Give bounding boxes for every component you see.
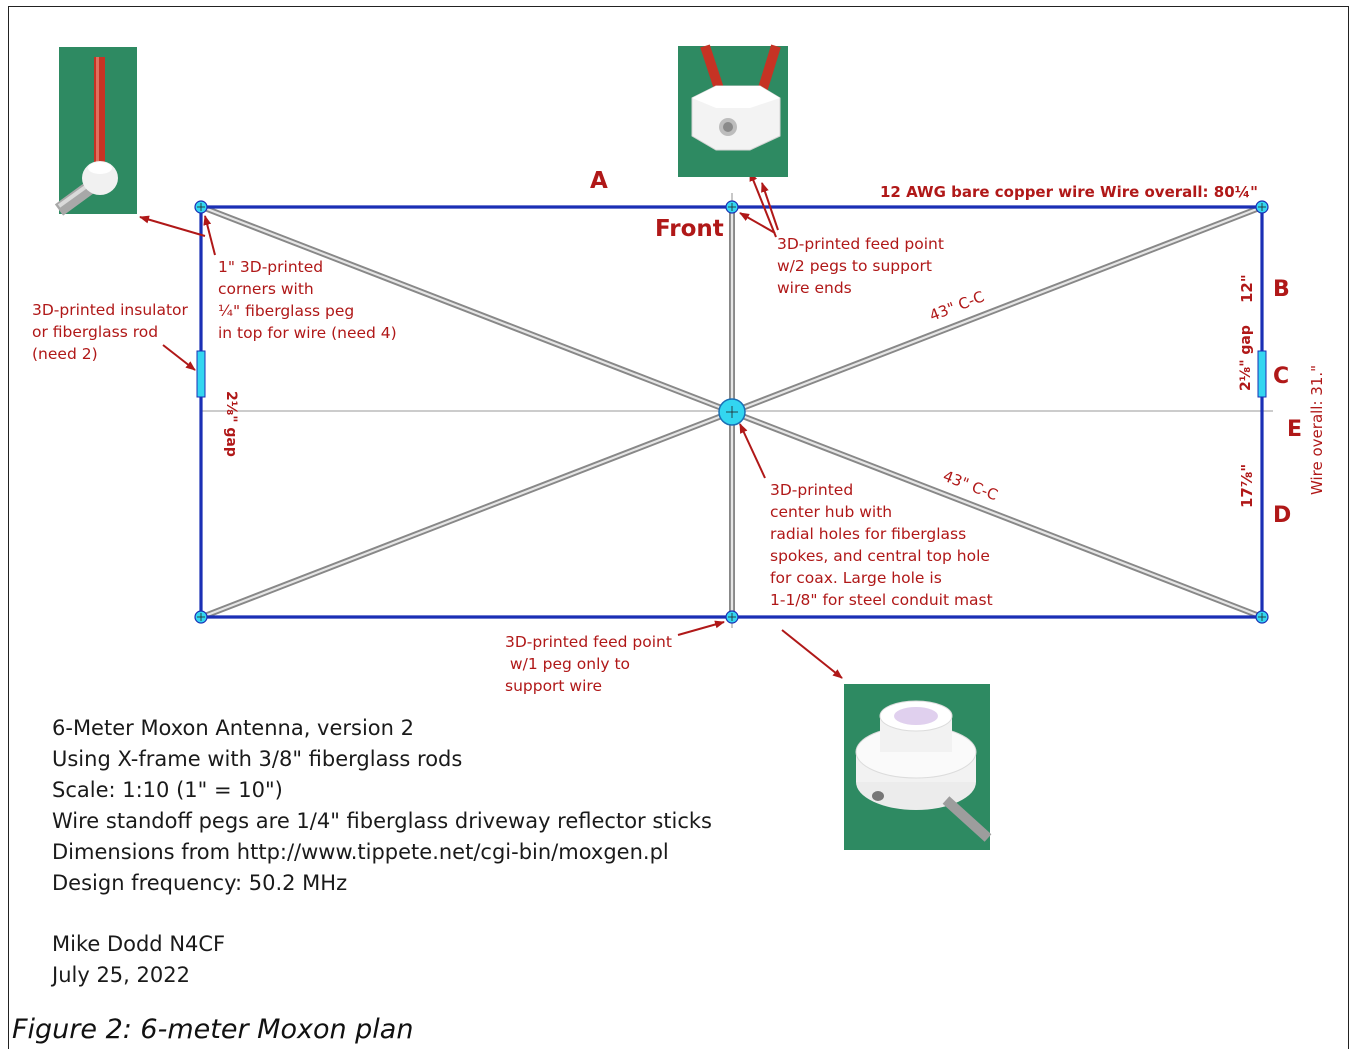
svg-text:support wire: support wire (505, 677, 602, 695)
figure-caption: Figure 2: 6-meter Moxon plan (12, 1014, 414, 1045)
author-date: July 25, 2022 (52, 963, 190, 987)
wire-overall-right-label: Wire overall: 31." (1308, 365, 1326, 495)
dim-left-gap-label: 2⅛" gap (223, 391, 239, 457)
svg-text:or fiberglass rod: or fiberglass rod (32, 323, 158, 341)
svg-text:(need 2): (need 2) (32, 345, 98, 363)
svg-text:3D-printed insulator: 3D-printed insulator (32, 301, 189, 319)
svg-text:1-1/8" for steel conduit mast: 1-1/8" for steel conduit mast (770, 591, 993, 609)
author-block: Mike Dodd N4CF July 25, 2022 (52, 929, 225, 991)
info-line: Dimensions from http://www.tippete.net/c… (52, 840, 669, 864)
svg-text:for coax. Large hole is: for coax. Large hole is (770, 569, 942, 587)
info-line: Using X-frame with 3/8" fiberglass rods (52, 747, 463, 771)
label-e: E (1287, 417, 1302, 442)
corner-piece-photo (54, 47, 137, 216)
author-name: Mike Dodd N4CF (52, 932, 226, 956)
svg-text:in top for wire (need 4): in top for wire (need 4) (218, 324, 397, 342)
svg-text:spokes, and central top hole: spokes, and central top hole (770, 547, 990, 565)
svg-text:3D-printed feed point: 3D-printed feed point (777, 235, 944, 253)
svg-text:corners with: corners with (218, 280, 314, 298)
svg-text:w/1 peg only to: w/1 peg only to (505, 655, 630, 673)
svg-text:w/2 pegs to support: w/2 pegs to support (777, 257, 932, 275)
dim-c-label: 2⅛" gap (1238, 325, 1254, 391)
label-d: D (1273, 503, 1291, 528)
label-front: Front (655, 216, 724, 242)
callout-insulator: 3D-printed insulator or fiberglass rod (… (32, 301, 189, 363)
wire-spec-label: 12 AWG bare copper wire Wire overall: 80… (880, 183, 1258, 201)
center-hub-photo (844, 684, 992, 850)
info-line: 6-Meter Moxon Antenna, version 2 (52, 716, 414, 740)
svg-text:center hub with: center hub with (770, 503, 892, 521)
callout-arrows (139, 171, 843, 679)
dim-b-label: 12" (1238, 274, 1256, 303)
callout-corners: 1" 3D-printed corners with ¼" fiberglass… (218, 258, 397, 342)
svg-text:3D-printed feed point: 3D-printed feed point (505, 633, 672, 651)
info-line: Design frequency: 50.2 MHz (52, 871, 348, 895)
top-feed-point-photo (678, 44, 788, 177)
info-block: 6-Meter Moxon Antenna, version 2 Using X… (52, 713, 712, 899)
left-gap-insulator (196, 350, 206, 398)
callout-hub: 3D-printed center hub with radial holes … (770, 481, 993, 609)
dim-d-label: 17⅞" (1238, 464, 1256, 508)
right-gap-insulator (1257, 350, 1267, 398)
svg-text:radial holes for fiberglass: radial holes for fiberglass (770, 525, 966, 543)
callout-feed-bottom: 3D-printed feed point w/1 peg only to su… (505, 633, 672, 695)
svg-text:1" 3D-printed: 1" 3D-printed (218, 258, 323, 276)
callout-feed-top: 3D-printed feed point w/2 pegs to suppor… (777, 235, 944, 297)
svg-text:3D-printed: 3D-printed (770, 481, 853, 499)
label-a: A (590, 168, 608, 194)
node-crosshairs (197, 203, 1266, 621)
figure-frame (8, 6, 1349, 1049)
svg-text:wire ends: wire ends (777, 279, 852, 297)
label-c: C (1273, 364, 1289, 389)
info-line: Scale: 1:10 (1" = 10") (52, 778, 283, 802)
label-b: B (1273, 277, 1290, 302)
info-line: Wire standoff pegs are 1/4" fiberglass d… (52, 809, 713, 833)
svg-text:¼" fiberglass peg: ¼" fiberglass peg (218, 302, 354, 320)
